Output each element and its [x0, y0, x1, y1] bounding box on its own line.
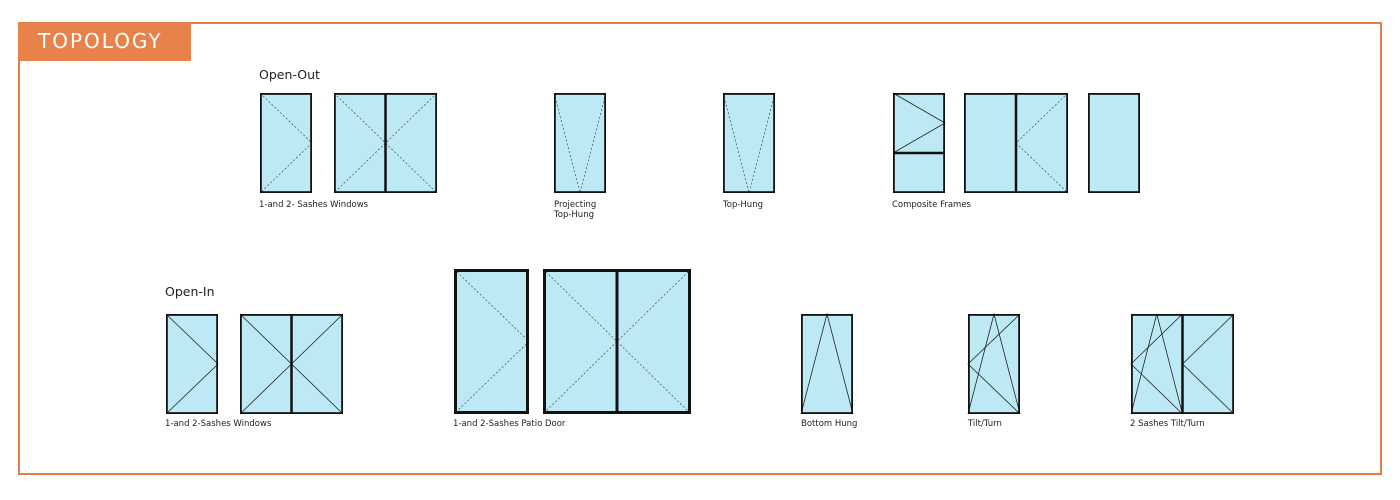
- caption-open-in-sashes-windows: 1-and 2-Sashes Windows: [165, 419, 272, 429]
- open-in-double-sash-window: [239, 313, 344, 415]
- caption-projecting-top-hung: Projecting Top-Hung: [554, 200, 597, 220]
- two-sashes-tilt-turn-window: [1130, 313, 1235, 415]
- caption-open-out-sashes-windows: 1-and 2- Sashes Windows: [259, 200, 369, 210]
- open-out-double-sash-window: [333, 92, 438, 194]
- open-out-single-sash-window: [259, 92, 313, 194]
- projecting-top-hung-window: [553, 92, 607, 195]
- caption-two-sashes-tilt-turn: 2 Sashes Tilt/Turn: [1130, 419, 1205, 429]
- caption-composite-frames: Composite Frames: [892, 200, 971, 210]
- caption-bottom-hung: Bottom Hung: [801, 419, 858, 429]
- bottom-hung-window: [800, 312, 854, 415]
- caption-patio-door: 1-and 2-Sashes Patio Door: [453, 419, 566, 429]
- caption-tilt-turn: Tilt/Turn: [968, 419, 1002, 429]
- open-out-label: Open-Out: [259, 67, 320, 82]
- composite-frame-double-window: [963, 92, 1069, 194]
- top-hung-window: [722, 92, 776, 195]
- page-title: TOPOLOGY: [18, 22, 191, 61]
- composite-frame-split-window: [892, 92, 946, 193]
- open-in-single-sash-window: [165, 313, 219, 415]
- composite-frame-fixed-window: [1087, 92, 1141, 193]
- tilt-turn-window: [967, 312, 1021, 415]
- patio-door-single: [453, 268, 530, 415]
- patio-door-double: [542, 268, 692, 415]
- content-frame: [18, 22, 1382, 475]
- open-in-label: Open-In: [165, 284, 215, 299]
- caption-top-hung: Top-Hung: [723, 200, 763, 210]
